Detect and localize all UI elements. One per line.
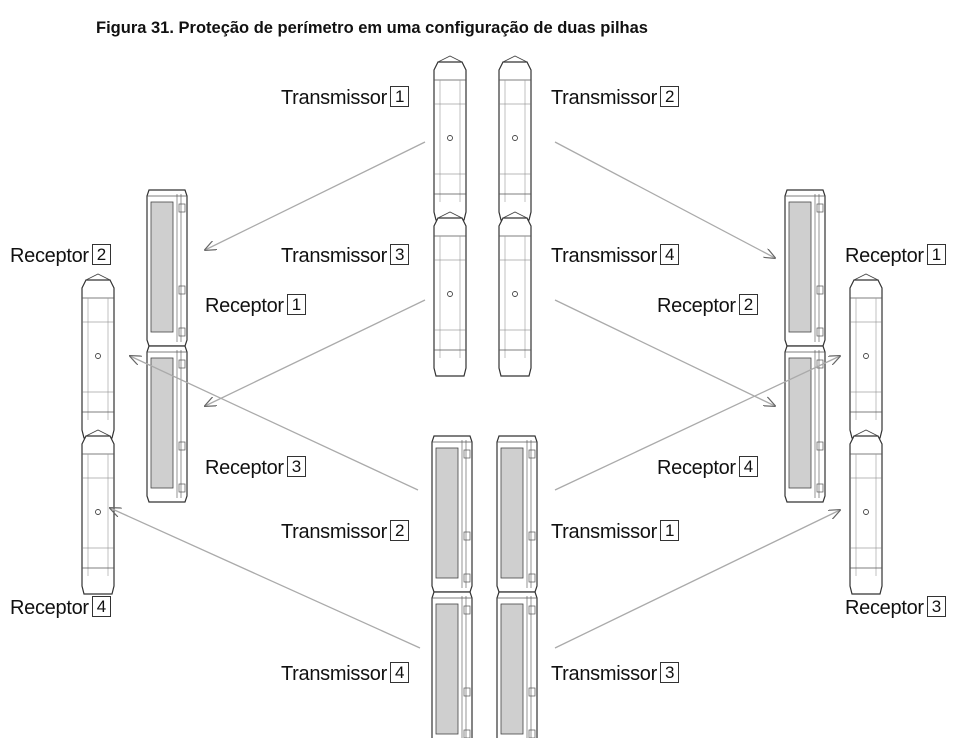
receiver-3-left-device: [146, 345, 188, 503]
beam-tx4-to-rx4-right: [554, 299, 775, 406]
receiver-1-left-device: [146, 189, 188, 347]
right-plain-device-upper: [849, 273, 883, 439]
transmitter-4-mid-device: [498, 211, 532, 377]
beam-tx2-to-rx2-right: [554, 141, 775, 258]
beam-tx1-to-rx1-left: [205, 141, 426, 250]
transmitter-2-bottom-device: [431, 435, 473, 593]
left-plain-device-upper: [81, 273, 115, 439]
beam-bottom-tx3-to-right-lower: [554, 510, 840, 649]
transmitter-4-bottom-device: [431, 591, 473, 738]
beam-bottom-tx4-to-left-lower: [110, 508, 421, 649]
receiver-2-right-device: [784, 189, 826, 347]
transmitter-3-bottom-device: [496, 591, 538, 738]
transmitter-3-mid-device: [433, 211, 467, 377]
transmitter-1-top-device: [433, 55, 467, 221]
beam-tx3-to-rx3-left: [205, 299, 426, 406]
left-plain-device-lower: [81, 429, 115, 595]
beam-bottom-tx2-to-left-upper: [130, 356, 419, 491]
transmitter-2-top-device: [498, 55, 532, 221]
transmitter-1-bottom-device: [496, 435, 538, 593]
beam-bottom-tx1-to-right-upper: [554, 356, 840, 491]
receiver-4-right-device: [784, 345, 826, 503]
right-plain-device-lower: [849, 429, 883, 595]
figure-title: Figura 31. Proteção de perímetro em uma …: [96, 19, 648, 37]
